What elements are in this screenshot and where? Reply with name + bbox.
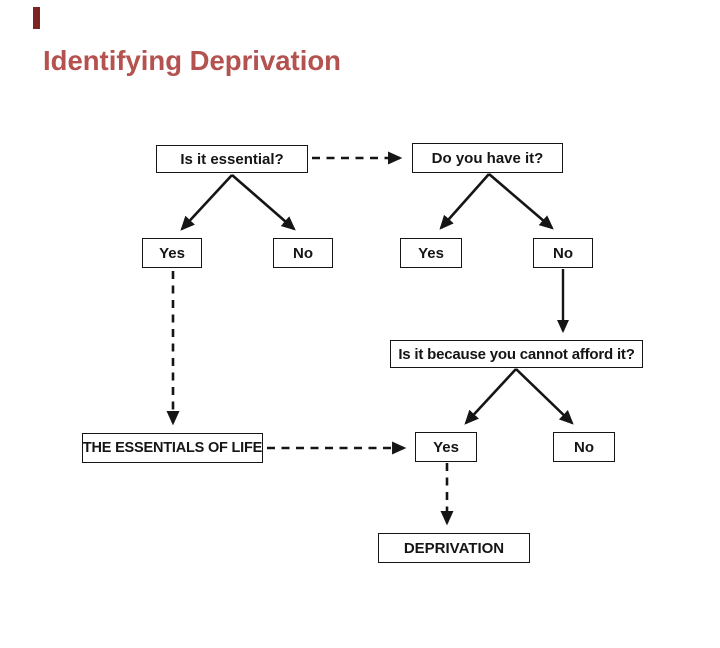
node-deprivation: DEPRIVATION (378, 533, 530, 563)
node-have-no: No (533, 238, 593, 268)
node-essentials-of-life: THE ESSENTIALS OF LIFE (82, 433, 263, 463)
connector-have-to-yes (439, 173, 490, 230)
page-title: Identifying Deprivation (43, 45, 341, 76)
node-cannot-afford: Is it because you cannot afford it? (390, 340, 643, 368)
connector-afford-to-yes (464, 368, 517, 425)
node-essential-no: No (273, 238, 333, 268)
accent-bar (33, 7, 40, 29)
connector-have-to-no (488, 173, 554, 230)
node-is-it-essential: Is it essential? (156, 145, 308, 173)
connector-afford-to-no (515, 368, 574, 425)
node-have-yes: Yes (400, 238, 462, 268)
node-afford-yes: Yes (415, 432, 477, 462)
node-do-you-have-it: Do you have it? (412, 143, 563, 173)
connector-essential-to-yes (180, 174, 233, 231)
node-essential-yes: Yes (142, 238, 202, 268)
node-afford-no: No (553, 432, 615, 462)
connector-essential-to-no (231, 174, 296, 231)
